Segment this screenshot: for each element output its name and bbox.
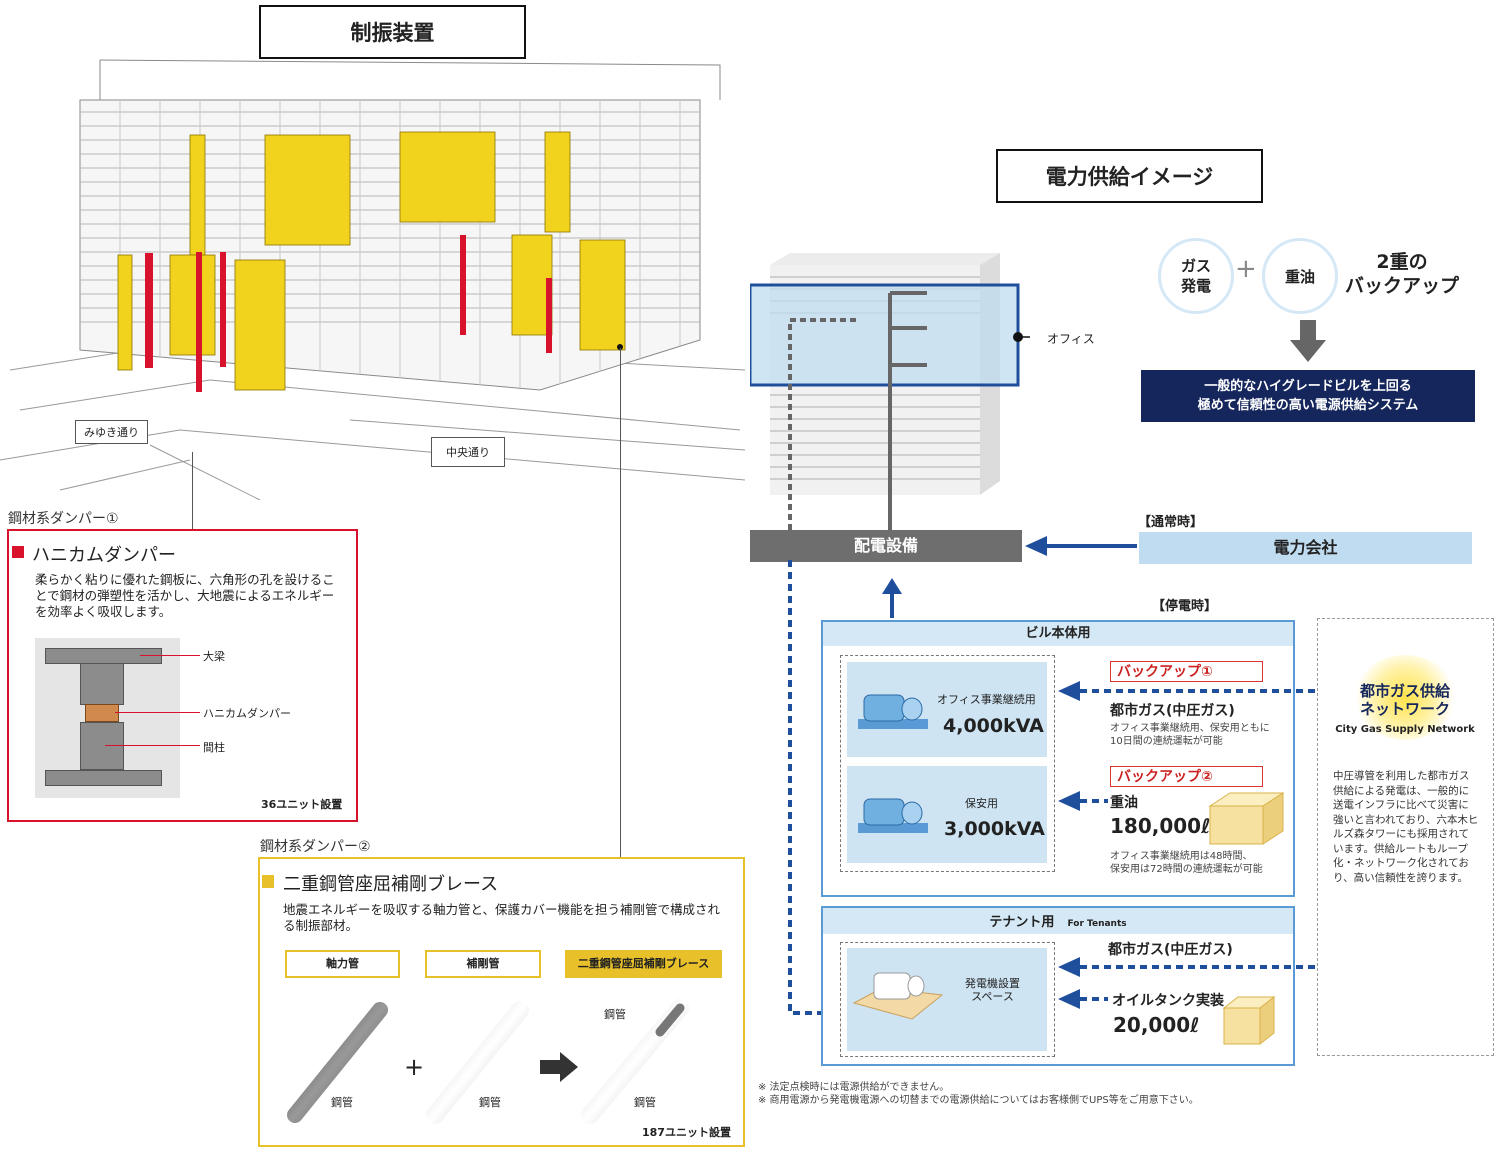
backup-plus: + [1235, 254, 1257, 284]
brace-label: 二重鋼管座屈補剛ブレース [565, 950, 722, 978]
stiffening-pipe-label: 補剛管 [425, 950, 541, 978]
tank-title: オイルタンク実装 [1112, 993, 1224, 1009]
heavy-oil-circle: 重油 [1262, 238, 1338, 314]
leader-line-column [105, 745, 200, 746]
oil-dashed-arrow [1058, 791, 1108, 811]
label-honeycomb: ハニカムダンパー [203, 707, 291, 720]
gas-dashed-arrow [1058, 681, 1320, 701]
city-gas-description: 中圧導管を利用した都市ガス供給による発電は、一般的に送電インフラに比べて災害に強… [1333, 770, 1479, 884]
footnote-1: ※ 法定点検時には電源供給ができません。 [758, 1082, 950, 1093]
honeycomb-diagram [35, 638, 180, 798]
office-label: オフィス [1047, 332, 1095, 346]
oil-amount: 180,000ℓ [1110, 814, 1211, 838]
tenant-header: テナント用 For Tenants [823, 908, 1293, 934]
city-gas-english: City Gas Supply Network [1335, 724, 1475, 735]
damper1-marker [12, 546, 24, 558]
damper2-units: 187ユニット設置 [642, 1126, 731, 1139]
column-upper [80, 663, 124, 705]
outage-up-arrow [882, 578, 902, 618]
oil-tank-icon [1208, 792, 1285, 845]
damper2-description: 地震エネルギーを吸収する軸力管と、保護カバー機能を担う補剛管で構成される制振部材… [283, 902, 721, 933]
damper2-marker [262, 875, 274, 888]
axial-pipe-label: 軸力管 [285, 950, 400, 978]
footnote-2: ※ 商用電源から発電機電源への切替までの電源供給についてはお客様側でUPS等をご… [758, 1095, 1199, 1106]
backup-2-badge: バックアップ② [1110, 766, 1263, 787]
power-company: 電力会社 [1139, 532, 1472, 564]
generator-2-label: 保安用 [965, 797, 998, 810]
tank-amount: 20,000ℓ [1113, 1013, 1200, 1037]
gas-title: 都市ガス(中圧ガス) [1110, 703, 1235, 719]
tenant-generator-icon [852, 972, 944, 1020]
street-label-chuo: 中央通り [431, 437, 505, 467]
damper1-description: 柔らかく粘りに優れた鋼板に、六角形の孔を設けることで鋼材の弾塑性を活かし、大地震… [35, 572, 335, 619]
damper-title: 制振装置 [259, 5, 526, 59]
tenant-gas-dashed-arrow [1058, 957, 1320, 977]
street-label-miyuki: みゆき通り [75, 420, 148, 444]
beam-top [45, 648, 162, 664]
normal-supply-arrow [1025, 536, 1137, 556]
damper1-name: ハニカムダンパー [32, 545, 176, 566]
pipes-illustration [287, 999, 689, 1124]
tenant-gas-title: 都市ガス(中圧ガス) [1108, 942, 1233, 958]
tower-illustration [750, 253, 1030, 530]
city-gas-panel [1317, 618, 1494, 1056]
honeycomb-plate [85, 704, 119, 722]
generator-2-icon [858, 798, 928, 833]
beam-bottom [45, 770, 162, 786]
damper2-name: 二重鋼管座屈補剛ブレース [283, 874, 499, 895]
generator-1-capacity: 4,000kVA [943, 715, 1044, 737]
building-use-header: ビル本体用 [823, 622, 1293, 646]
city-gas-glow [1355, 655, 1455, 740]
double-backup-text: 2重の バックアップ [1345, 251, 1460, 297]
damper1-units: 36ユニット設置 [261, 798, 343, 811]
down-arrow [1290, 320, 1326, 362]
damper1-panel [7, 529, 358, 822]
column-lower [80, 722, 124, 770]
damper2-panel [258, 857, 745, 1147]
generator-1-label: オフィス事業継続用 [937, 693, 1036, 706]
pipe-label-1: 鋼管 [331, 1096, 353, 1109]
tenant-generator-group [840, 942, 1055, 1057]
city-gas-title: 都市ガス供給 ネットワーク [1359, 682, 1450, 718]
tenant-subtitle: For Tenants [1067, 919, 1127, 929]
reliability-banner: 一般的なハイグレードビルを上回る 極めて信頼性の高い電源供給システム [1141, 370, 1475, 422]
tank-icon [1222, 995, 1276, 1046]
pipe-label-2: 鋼管 [479, 1096, 501, 1109]
damper2-caption: 鋼材系ダンパー② [260, 839, 371, 855]
pipe-label-3-top: 鋼管 [604, 1008, 626, 1021]
label-column: 間柱 [203, 741, 225, 754]
gas-note: オフィス事業継続用、保安用ともに 10日間の連続運転が可能 [1110, 723, 1270, 747]
leader-line-damper [115, 712, 200, 713]
leader-line-beam [140, 655, 200, 656]
gas-generation-circle: ガス 発電 [1158, 238, 1234, 314]
power-title: 電力供給イメージ [996, 149, 1263, 203]
distribution-equipment: 配電設備 [750, 530, 1022, 562]
connector-line-2 [620, 348, 621, 858]
pipe-label-3-bottom: 鋼管 [634, 1096, 656, 1109]
damper1-caption: 鋼材系ダンパー① [8, 511, 119, 527]
normal-time-label: 【通常時】 [1138, 515, 1204, 530]
tank-dashed-arrow [1058, 989, 1108, 1009]
oil-note: オフィス事業継続用は48時間、 保安用は72時間の連続運転が可能 [1110, 851, 1263, 875]
generator-2-capacity: 3,000kVA [944, 818, 1045, 840]
outage-label: 【停電時】 [1152, 599, 1218, 614]
tenant-space-label: 発電機設置 スペース [965, 977, 1020, 1003]
building-damper-illustration [0, 59, 745, 500]
plus-sign: + [404, 1053, 425, 1081]
generator-1-icon [858, 694, 928, 729]
oil-title: 重油 [1110, 795, 1138, 811]
label-beam: 大梁 [203, 650, 225, 663]
tenant-title: テナント用 [989, 915, 1055, 930]
connector-line-1 [192, 452, 193, 530]
backup-1-badge: バックアップ① [1110, 661, 1263, 682]
generator-group [840, 655, 1055, 872]
